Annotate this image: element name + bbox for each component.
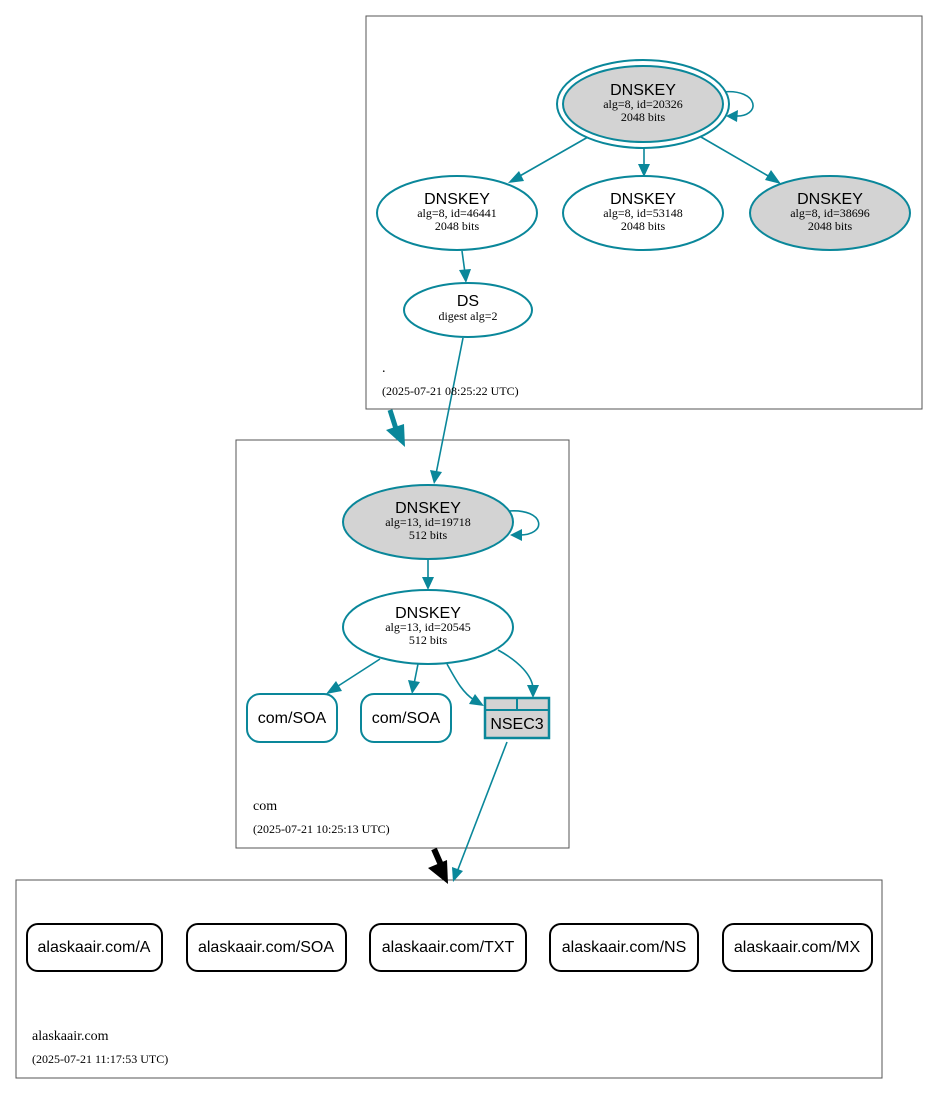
root-ksk-line2: 2048 bits [621, 110, 666, 124]
root-zsk2-line1: alg=8, id=53148 [603, 206, 683, 220]
alaskaair-soa-record[interactable]: alaskaair.com/SOA [186, 923, 347, 972]
edge-ds-to-com-ksk-arrowhead [430, 470, 442, 484]
root-zsk2-title: DNSKEY [610, 191, 676, 208]
root-zsk1-line1: alg=8, id=46441 [417, 206, 497, 220]
alaskaair-mx-record[interactable]: alaskaair.com/MX [722, 923, 873, 972]
alaskaair-ns-record[interactable]: alaskaair.com/NS [549, 923, 699, 972]
com-ksk-node[interactable]: DNSKEY alg=13, id=19718 512 bits [342, 484, 514, 560]
edge-com-zsk-to-nsec3-b-arrowhead [527, 685, 539, 698]
root-zsk1-ellipse [376, 175, 538, 251]
alaskaair-zone-timestamp: (2025-07-21 11:17:53 UTC) [32, 1052, 168, 1066]
root-zsk2-ellipse [562, 175, 724, 251]
alaskaair-mx-rect [722, 923, 873, 972]
com-zone-timestamp: (2025-07-21 10:25:13 UTC) [253, 822, 390, 836]
root-ds-ellipse [403, 282, 533, 338]
root-ksk-title: DNSKEY [610, 82, 676, 99]
edge-ksk-to-zsk1 [517, 136, 589, 178]
root-zsk1-line2: 2048 bits [435, 219, 480, 233]
edge-com-zsk-to-soa2-arrowhead [408, 680, 420, 694]
com-zsk-title: DNSKEY [395, 605, 461, 622]
alaskaair-txt-record[interactable]: alaskaair.com/TXT [369, 923, 527, 972]
root-zsk1-node[interactable]: DNSKEY alg=8, id=46441 2048 bits [376, 175, 538, 251]
alaskaair-zone-name: alaskaair.com [32, 1029, 109, 1044]
root-zsk3-title: DNSKEY [797, 191, 863, 208]
com-zsk-line2: 512 bits [409, 633, 448, 647]
com-soa2-node[interactable]: com/SOA [360, 693, 452, 743]
root-ksk-inner [562, 65, 724, 143]
edge-com-zsk-to-nsec3-a-arrowhead [469, 694, 484, 706]
com-zsk-line1: alg=13, id=20545 [385, 620, 471, 634]
delegation-com-to-alaskaair [431, 847, 444, 867]
com-ksk-line2: 512 bits [409, 528, 448, 542]
com-soa1-node[interactable]: com/SOA [246, 693, 338, 743]
root-zsk2-line2: 2048 bits [621, 219, 666, 233]
edge-com-zsk-to-nsec3-b [497, 649, 534, 689]
com-ksk-self-loop [507, 510, 540, 536]
alaskaair-mx-label: alaskaair.com/MX [734, 939, 861, 956]
root-zsk1-title: DNSKEY [424, 191, 490, 208]
root-ksk-self-loop [721, 90, 754, 117]
delegation-root-to-com-arrowhead [386, 424, 405, 447]
edge-com-zsk-to-soa1-arrowhead [326, 681, 342, 694]
com-nsec3-label: NSEC3 [490, 716, 543, 733]
edge-com-zsk-to-nsec3-a [446, 663, 475, 701]
root-zsk3-line2: 2048 bits [808, 219, 853, 233]
edge-ksk-to-zsk1-arrowhead [508, 171, 524, 183]
root-zone-box [365, 15, 923, 410]
com-zone-name: com [253, 799, 277, 814]
root-ksk-line1: alg=8, id=20326 [603, 97, 683, 111]
alaskaair-a-rect [26, 923, 163, 972]
alaskaair-a-label: alaskaair.com/A [38, 939, 151, 956]
alaskaair-zone-box [15, 879, 883, 1079]
edge-ds-to-com-ksk [435, 337, 464, 475]
edge-com-ksk-to-zsk-arrowhead [422, 577, 434, 590]
com-soa1-label: com/SOA [258, 710, 327, 727]
com-zsk-node[interactable]: DNSKEY alg=13, id=20545 512 bits [342, 589, 514, 665]
alaskaair-txt-label: alaskaair.com/TXT [382, 939, 515, 956]
com-ksk-title: DNSKEY [395, 500, 461, 517]
root-ds-title: DS [457, 293, 479, 310]
alaskaair-a-record[interactable]: alaskaair.com/A [26, 923, 163, 972]
com-soa2-rect [360, 693, 452, 743]
com-soa2-label: com/SOA [372, 710, 441, 727]
com-ksk-ellipse [342, 484, 514, 560]
root-zone-name: . [382, 361, 386, 376]
edge-ksk-to-zsk3-arrowhead [765, 170, 781, 184]
edge-nsec3-to-alaskaair [456, 741, 508, 873]
edge-zsk1-to-ds [461, 250, 466, 274]
root-ksk-self-loop-arrowhead [726, 110, 738, 122]
com-nsec3-node[interactable]: NSEC3 [483, 696, 551, 740]
edge-nsec3-to-alaskaair-arrowhead [452, 867, 463, 882]
alaskaair-ns-rect [549, 923, 699, 972]
com-ksk-self-loop-arrowhead [510, 529, 522, 541]
root-zsk3-ellipse [749, 175, 911, 251]
com-soa1-rect [246, 693, 338, 743]
root-zone-timestamp: (2025-07-21 08:25:22 UTC) [382, 384, 519, 398]
root-zsk2-node[interactable]: DNSKEY alg=8, id=53148 2048 bits [562, 175, 724, 251]
delegation-com-to-alaskaair-arrowhead [428, 860, 448, 884]
edge-ksk-to-zsk2-arrowhead [638, 164, 650, 177]
edge-com-zsk-to-soa1 [334, 658, 381, 689]
root-ds-line1: digest alg=2 [438, 309, 497, 323]
edge-zsk1-to-ds-arrowhead [459, 269, 471, 283]
com-zsk-ellipse [342, 589, 514, 665]
alaskaair-soa-label: alaskaair.com/SOA [198, 939, 334, 956]
root-ksk-node[interactable]: DNSKEY alg=8, id=20326 2048 bits [556, 59, 730, 149]
root-zsk3-line1: alg=8, id=38696 [790, 206, 870, 220]
edge-com-zsk-to-soa2 [413, 663, 419, 685]
alaskaair-soa-rect [186, 923, 347, 972]
root-zsk3-node[interactable]: DNSKEY alg=8, id=38696 2048 bits [749, 175, 911, 251]
com-ksk-line1: alg=13, id=19718 [385, 515, 471, 529]
root-ds-node[interactable]: DS digest alg=2 [403, 282, 533, 338]
edge-ksk-to-zsk3 [700, 136, 771, 178]
alaskaair-ns-label: alaskaair.com/NS [562, 939, 687, 956]
alaskaair-txt-rect [369, 923, 527, 972]
